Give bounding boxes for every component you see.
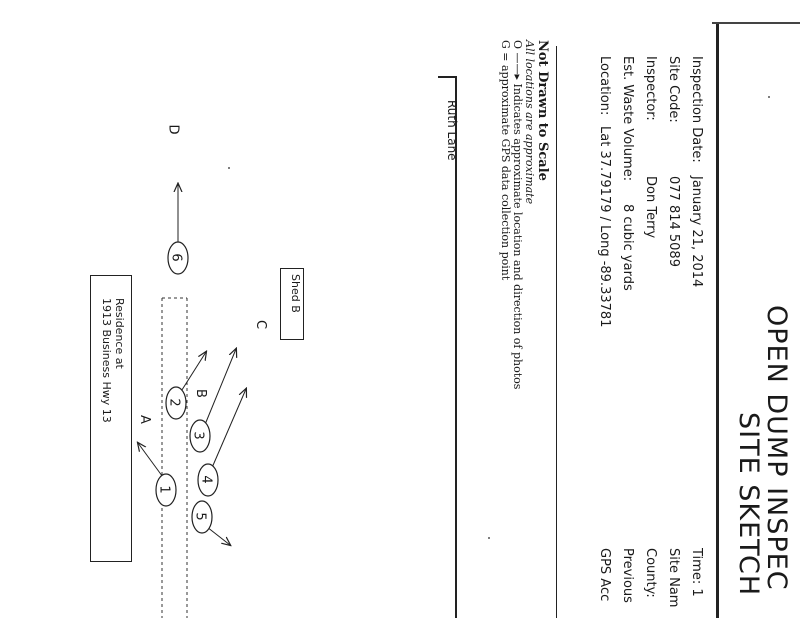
section-divider [556,46,557,618]
photo-point-4-circle [197,463,219,497]
scan-edge-mark [712,22,800,24]
shed-outline [280,268,304,340]
photo-point-6-circle [167,241,189,275]
photo-3-direction-arrow [203,349,236,428]
direction-label-d: D [165,124,181,135]
photo-point-6-label: 6 [168,253,184,262]
residence-outline [90,275,132,562]
scan-speck [768,96,770,98]
page-border-line [716,22,719,618]
photo-point-5-label: 5 [192,512,208,521]
direction-label-c: C [253,319,269,330]
photo-point-4-label: 4 [198,475,214,484]
photo-point-1-label: 1 [156,485,172,494]
photo-4-direction-arrow [210,389,246,471]
photo-point-3-label: 3 [190,431,206,440]
direction-label-b: B [192,389,208,398]
road-end-mark [438,76,455,78]
photo-5-direction-arrow [206,526,230,545]
photo-point-1-circle [155,473,177,507]
photo-point-5-circle [191,500,213,534]
direction-label-a: A [136,415,152,424]
photo-point-3-circle [189,419,211,453]
scan-speck [228,167,230,169]
photo-point-2-label: 2 [166,398,182,407]
scan-speck [488,537,490,539]
road-line [455,76,457,618]
photo-point-2-circle [165,386,187,420]
photo-2-direction-arrow [179,352,206,394]
